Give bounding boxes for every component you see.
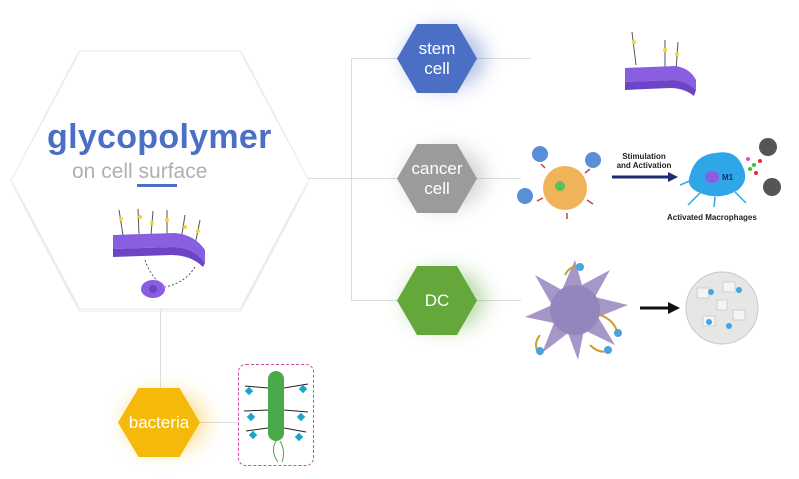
arrow-label: Stimulation and Activation: [608, 152, 680, 170]
dc-arrow: [640, 302, 680, 314]
cancer-cell-label-1: cancer: [411, 158, 463, 178]
connector-down: [160, 305, 161, 423]
bacteria-label: bacteria: [128, 412, 190, 432]
cancer-cell-label-2: cell: [424, 178, 450, 198]
dc-label: DC: [424, 290, 450, 310]
bacteria-illustration: [243, 371, 309, 463]
main-hexagon: [12, 52, 308, 308]
connector-main-horizontal: [300, 178, 352, 179]
arrow-label-1: Stimulation: [622, 152, 666, 161]
main-subtitle: on cell surface: [72, 160, 208, 183]
arrow-label-2: and Activation: [616, 161, 672, 170]
dendritic-cell-illustration: [525, 260, 628, 360]
activated-cell-illustration: [685, 271, 759, 345]
bacteria-panel: [238, 364, 314, 466]
main-title: glycopolymer: [47, 118, 272, 156]
macrophage-caption: Activated Macrophages: [667, 213, 757, 222]
subtitle-underline: [137, 184, 177, 187]
dc-node: DC: [397, 266, 477, 335]
stem-cell-membrane-illustration: [625, 31, 696, 96]
stem-cell-label-1: stem: [418, 38, 456, 58]
macrophage-illustration: M1: [680, 138, 781, 207]
activation-arrow: [612, 172, 678, 182]
bacteria-node: bacteria: [118, 388, 200, 457]
cell-membrane-illustration: [113, 208, 205, 298]
connector-vertical-trunk: [351, 58, 352, 301]
cancer-cell-illustration: [517, 146, 601, 219]
stem-cell-label-2: cell: [424, 58, 450, 78]
m1-label: M1: [722, 173, 734, 182]
